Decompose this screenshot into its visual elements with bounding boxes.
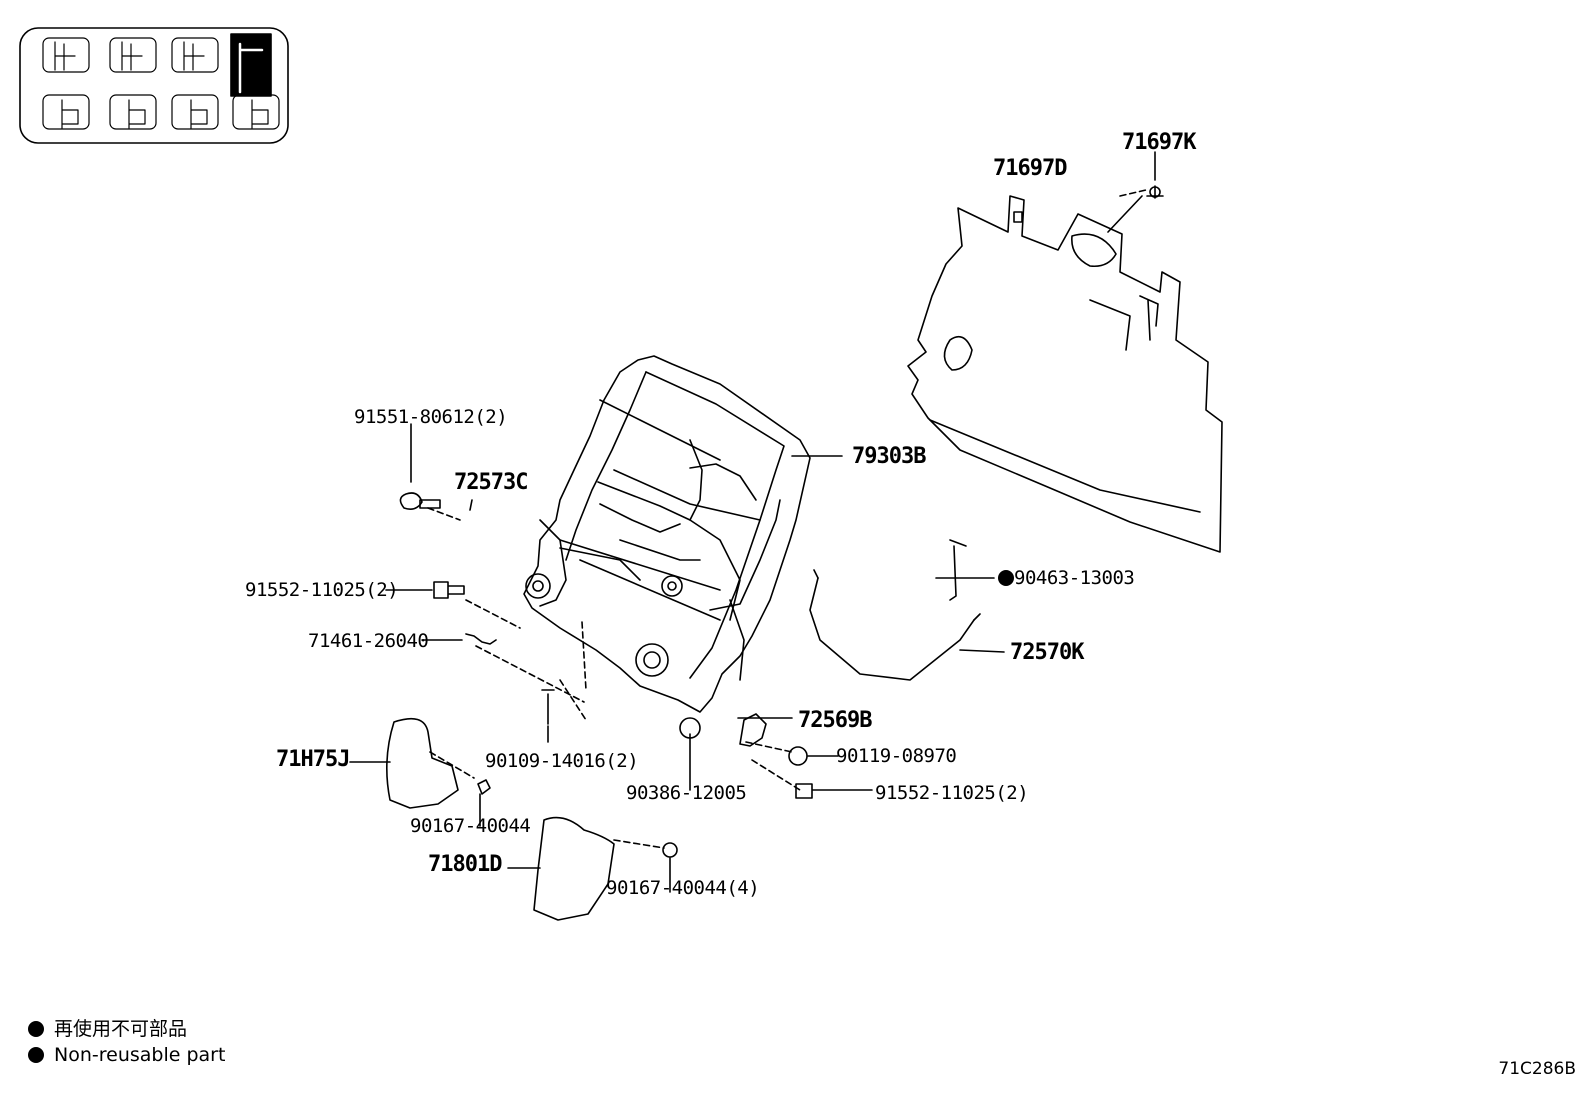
seat-position-key-icon [19, 27, 289, 144]
label-71697K: 71697K [1122, 130, 1196, 155]
label-91552-11025-a: 91552-11025(2) [245, 579, 399, 601]
label-71697D: 71697D [993, 156, 1067, 181]
reference-code: 71C286B [1498, 1059, 1576, 1079]
label-90167-40044-b: 90167-40044(4) [606, 877, 760, 899]
legend-en: Non-reusable part [28, 1046, 225, 1065]
label-72573C: 72573C [454, 470, 528, 495]
legend-jp-text: 再使用不可部品 [54, 1018, 188, 1040]
label-91551-80612: 91551-80612(2) [354, 406, 508, 428]
label-90119-08970: 90119-08970 [836, 745, 957, 767]
label-79303B: 79303B [852, 444, 926, 469]
label-71801D: 71801D [428, 852, 502, 877]
label-90109-14016: 90109-14016(2) [485, 750, 639, 772]
label-72569B: 72569B [798, 708, 872, 733]
leader-lines [349, 189, 1147, 921]
label-71H75J: 71H75J [276, 747, 350, 772]
clip-drawing [1146, 151, 1164, 199]
label-91552-11025-b: 91552-11025(2) [875, 782, 1029, 804]
label-90463-13003: 90463-13003 [1014, 567, 1135, 589]
legend-jp: 再使用不可部品 [28, 1020, 187, 1039]
non-reusable-dot-icon [28, 1047, 44, 1063]
label-72570K: 72570K [1010, 640, 1084, 665]
label-71461-26040: 71461-26040 [308, 630, 429, 652]
label-90386-12005: 90386-12005 [626, 782, 747, 804]
label-90167-40044-a: 90167-40044 [410, 815, 531, 837]
seatback-board-drawing [907, 195, 1223, 553]
legend-en-text: Non-reusable part [54, 1044, 226, 1066]
seatback-frame-drawing [523, 355, 811, 713]
non-reusable-dot-icon [28, 1021, 44, 1037]
non-reusable-marker [998, 570, 1014, 586]
